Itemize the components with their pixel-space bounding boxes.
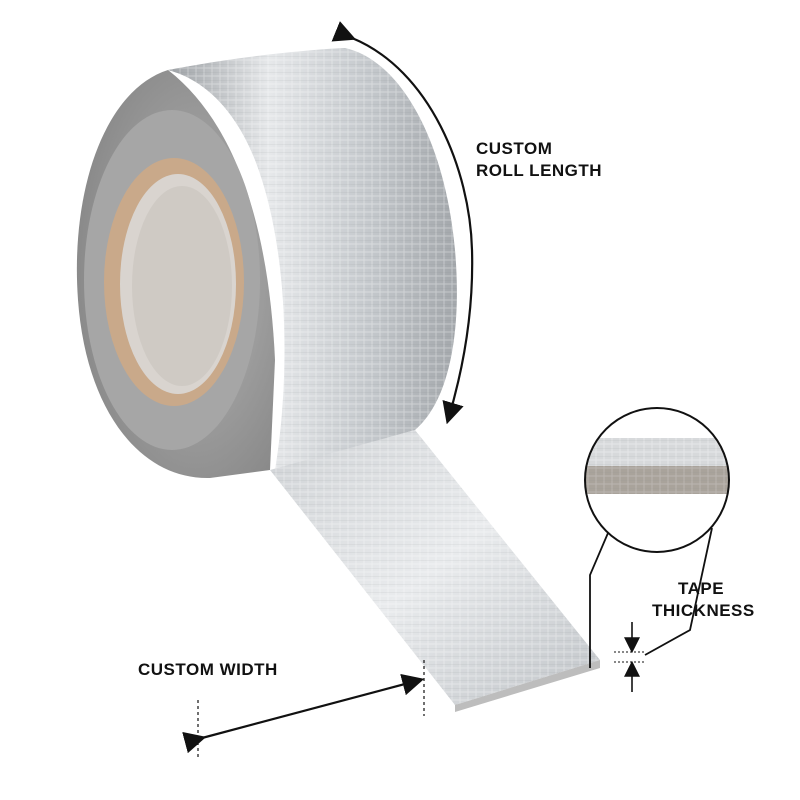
tape-strip xyxy=(270,430,600,712)
width-label: CUSTOM WIDTH xyxy=(138,660,278,679)
roll-length-label-line2: ROLL LENGTH xyxy=(476,161,603,180)
roll xyxy=(76,48,457,479)
double-arrow-icon xyxy=(182,660,425,760)
roll-length-label: CUSTOM xyxy=(476,139,553,158)
thickness-arrows-icon xyxy=(614,622,646,692)
curved-double-arrow-icon xyxy=(331,21,474,425)
thickness-label: TAPE xyxy=(678,579,725,598)
thickness-label-line2: THICKNESS xyxy=(652,601,755,620)
magnifier-circle-icon xyxy=(584,407,730,668)
